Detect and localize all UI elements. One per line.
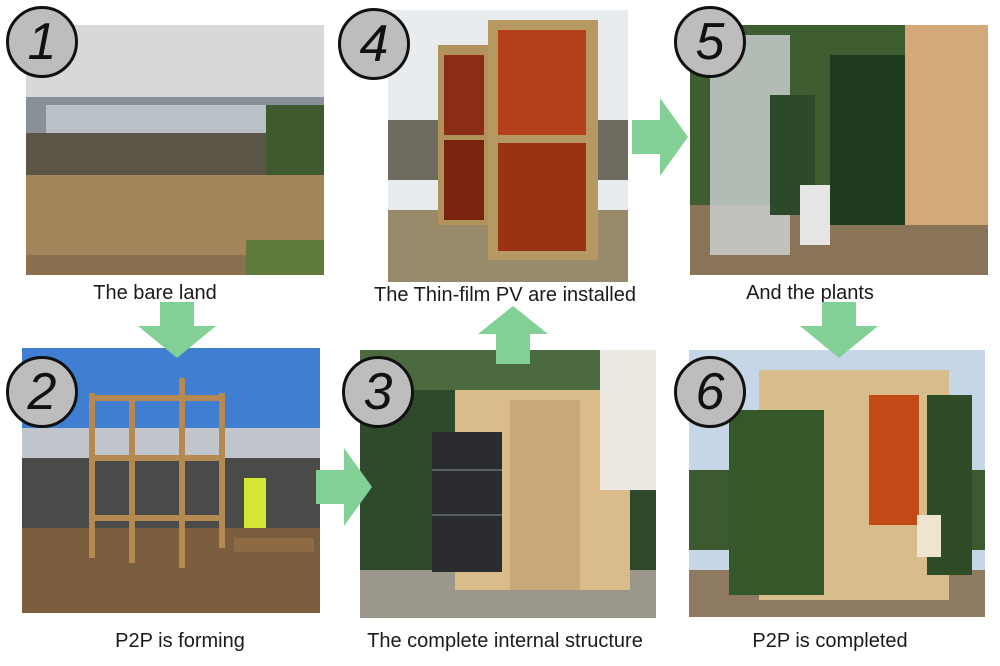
step-5-caption: And the plants xyxy=(746,282,874,304)
block-arrow-icon xyxy=(478,306,548,364)
step-5-badge: 5 xyxy=(674,6,746,78)
step-3-badge: 3 xyxy=(342,356,414,428)
block-arrow-icon xyxy=(632,98,688,176)
step-4-badge: 4 xyxy=(338,8,410,80)
step-2-caption: P2P is forming xyxy=(115,630,245,652)
photo-plants xyxy=(690,25,988,275)
step-1-badge: 1 xyxy=(6,6,78,78)
block-arrow-icon xyxy=(138,302,216,358)
arrow-down-1-to-2 xyxy=(138,302,216,358)
step-4-caption: The Thin-film PV are installed xyxy=(374,284,636,306)
step-6-caption: P2P is completed xyxy=(752,630,908,652)
photo-bare-land xyxy=(26,25,324,275)
arrow-right-4-to-5 xyxy=(632,98,688,176)
arrow-up-3-to-4 xyxy=(478,306,548,364)
photo-completed xyxy=(689,350,985,617)
step-2-badge: 2 xyxy=(6,356,78,428)
block-arrow-icon xyxy=(800,302,878,358)
photo-pv-installed xyxy=(388,10,628,282)
step-6-badge: 6 xyxy=(674,356,746,428)
step-3-caption: The complete internal structure xyxy=(367,630,643,652)
step-1-caption: The bare land xyxy=(93,282,217,304)
arrow-right-2-to-3 xyxy=(316,448,372,526)
photo-internal-structure xyxy=(360,350,656,618)
arrow-down-5-to-6 xyxy=(800,302,878,358)
block-arrow-icon xyxy=(316,448,372,526)
